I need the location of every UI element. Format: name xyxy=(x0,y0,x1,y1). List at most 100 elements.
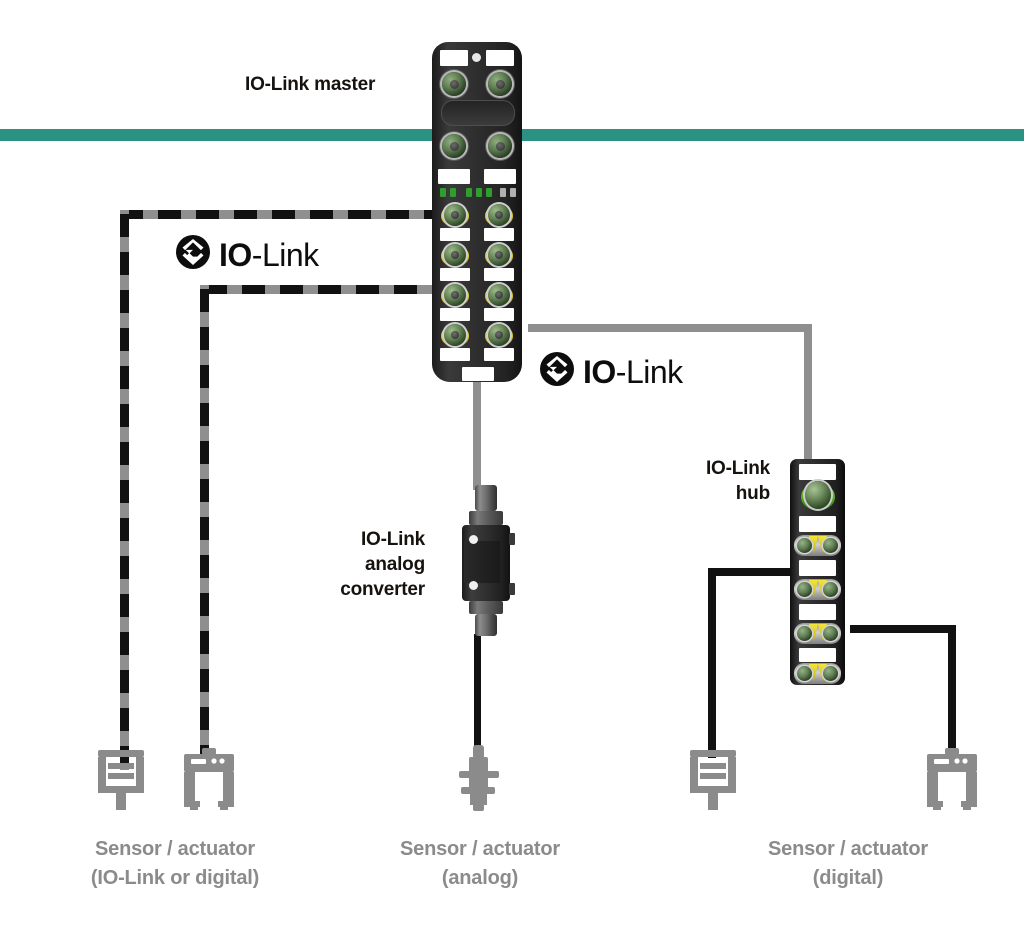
cable-converter-to-analog-sensor xyxy=(474,634,481,752)
master-iolink-port-3-contact xyxy=(444,244,466,266)
hub-port-pair-2[interactable] xyxy=(794,579,841,600)
master-port-power-left[interactable] xyxy=(442,72,466,96)
master-iolink-port-5-contact xyxy=(444,284,466,306)
io-link-logo-text: IO-Link xyxy=(583,356,683,388)
master-port-label-5 xyxy=(440,308,470,321)
master-iolink-port-6-contact xyxy=(488,284,510,306)
master-marking-label-right xyxy=(484,169,516,184)
master-iolink-port-6[interactable] xyxy=(485,284,513,308)
hub-port-pair-4-marker-left xyxy=(809,664,818,680)
master-port-label-4 xyxy=(484,268,514,281)
hub-port-2a[interactable] xyxy=(797,582,812,597)
hub-port-pair-4[interactable] xyxy=(794,663,841,684)
caption-sensor-analog: Sensor / actuator (analog) xyxy=(400,838,560,889)
io-link-analog-converter-device[interactable] xyxy=(455,485,517,640)
master-led-3 xyxy=(466,188,472,197)
master-top-label-right xyxy=(486,50,514,66)
master-port-label-7 xyxy=(440,348,470,361)
master-iolink-port-7[interactable] xyxy=(441,324,469,348)
caption-sensor-iolink-or-digital: Sensor / actuator (IO-Link or digital) xyxy=(90,838,260,889)
converter-top-connector xyxy=(475,485,497,511)
hub-port-4a[interactable] xyxy=(797,666,812,681)
cable-hub-to-digital-sensor-left-horizontal xyxy=(708,568,794,576)
hub-port-2b[interactable] xyxy=(823,582,838,597)
cable-master-to-hub-horizontal xyxy=(528,324,812,332)
master-iolink-port-3[interactable] xyxy=(441,244,469,268)
master-port-label-6 xyxy=(484,308,514,321)
io-link-hub-device[interactable] xyxy=(790,459,845,685)
master-iolink-port-8-contact xyxy=(488,324,510,346)
io-link-logo-text: IO-Link xyxy=(219,239,319,271)
master-display-recess xyxy=(441,100,515,126)
io-link-logo-primary: IO-Link xyxy=(176,235,319,274)
cable-iolink-2-horizontal-dashes xyxy=(204,285,438,294)
square-sensor-icon-right xyxy=(684,748,742,815)
master-iolink-port-2-contact xyxy=(488,204,510,226)
cable-master-to-hub-vertical xyxy=(804,324,812,464)
io-link-master-device[interactable] xyxy=(432,42,522,382)
master-led-6 xyxy=(500,188,506,197)
master-bottom-label xyxy=(462,367,494,381)
io-link-logo-bold: IO xyxy=(583,353,616,390)
io-link-logo-secondary: IO-Link xyxy=(540,352,683,391)
hub-port-pair-1-marker-right xyxy=(818,536,827,552)
master-iolink-port-4-contact xyxy=(488,244,510,266)
cable-iolink-1-vertical-dashes xyxy=(120,214,129,770)
hub-port-1b[interactable] xyxy=(823,538,838,553)
master-led-2 xyxy=(450,188,456,197)
hub-port-4b[interactable] xyxy=(823,666,838,681)
converter-side-tab-top xyxy=(509,533,515,545)
master-iolink-port-4[interactable] xyxy=(485,244,513,268)
master-led-7 xyxy=(510,188,516,197)
master-port-fieldbus-right[interactable] xyxy=(488,134,512,158)
master-port-label-2 xyxy=(484,228,514,241)
hub-port-pair-3[interactable] xyxy=(794,623,841,644)
hub-uplink-port-contact xyxy=(805,481,831,509)
hub-port-3a[interactable] xyxy=(797,626,812,641)
hub-uplink-port[interactable] xyxy=(801,481,835,513)
master-iolink-port-5[interactable] xyxy=(441,284,469,308)
master-iolink-port-2[interactable] xyxy=(485,204,513,228)
hub-port-pair-1-marker-left xyxy=(809,536,818,552)
cable-hub-to-digital-sensor-left-vertical xyxy=(708,568,716,758)
cable-iolink-1-horizontal-dashes xyxy=(120,210,438,219)
hub-port-label-2 xyxy=(799,560,836,576)
caption-sensor-digital: Sensor / actuator (digital) xyxy=(768,838,928,889)
hub-port-1a[interactable] xyxy=(797,538,812,553)
master-iolink-port-1[interactable] xyxy=(441,204,469,228)
master-led-1 xyxy=(440,188,446,197)
hub-port-3b[interactable] xyxy=(823,626,838,641)
cable-hub-to-digital-sensor-right-vertical xyxy=(948,625,956,758)
hub-port-pair-4-marker-right xyxy=(818,664,827,680)
master-led-4 xyxy=(476,188,482,197)
hub-port-pair-2-marker-left xyxy=(809,580,818,596)
converter-side-tab-bottom xyxy=(509,583,515,595)
hub-port-label-4 xyxy=(799,648,836,662)
master-iolink-port-8[interactable] xyxy=(485,324,513,348)
master-mounting-screw-top xyxy=(472,53,481,62)
converter-bottom-connector xyxy=(475,614,497,636)
io-link-wave-icon xyxy=(176,235,210,274)
cable-master-to-converter xyxy=(473,378,481,490)
io-link-hub-label: IO-Link hub xyxy=(705,458,770,504)
square-sensor-icon-left xyxy=(92,748,150,815)
master-iolink-port-7-contact xyxy=(444,324,466,346)
hub-top-label xyxy=(799,464,836,480)
fork-sensor-icon-right xyxy=(925,748,979,815)
analog-sensor-icon xyxy=(455,745,503,816)
master-port-power-right[interactable] xyxy=(488,72,512,96)
converter-front-face xyxy=(464,541,500,583)
converter-indicator-dot-bottom xyxy=(469,581,478,590)
io-link-logo-rest: -Link xyxy=(615,353,683,390)
hub-port-pair-1[interactable] xyxy=(794,535,841,556)
master-led-5 xyxy=(486,188,492,197)
fork-sensor-icon-left xyxy=(182,748,236,815)
io-link-master-label: IO-Link master xyxy=(245,74,376,95)
cable-iolink-2-vertical-dashes xyxy=(200,289,209,770)
master-port-label-8 xyxy=(484,348,514,361)
master-port-fieldbus-left[interactable] xyxy=(442,134,466,158)
master-iolink-port-1-contact xyxy=(444,204,466,226)
io-link-logo-bold: IO xyxy=(219,236,252,273)
converter-bottom-nut xyxy=(469,601,503,614)
